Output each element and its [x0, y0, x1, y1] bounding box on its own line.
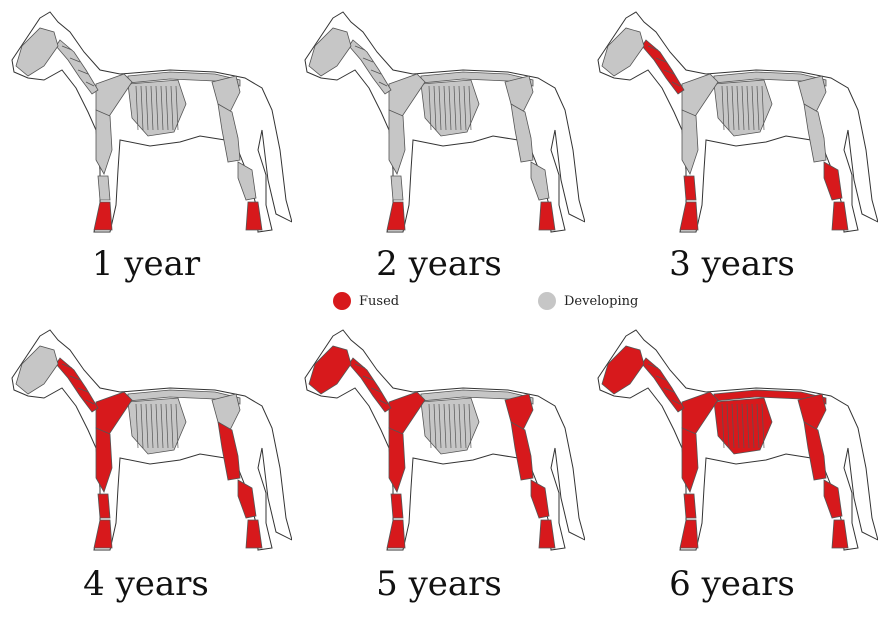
bone-skull — [602, 346, 644, 394]
bone-front-upper — [96, 428, 112, 492]
panel-2: 2 years — [293, 0, 585, 300]
bone-hind-upper — [804, 422, 826, 480]
panel-6-caption: 6 years — [586, 564, 878, 604]
panel-3-caption: 3 years — [586, 244, 878, 284]
bone-front-cannon — [98, 494, 110, 518]
bone-hind-cannon — [824, 480, 842, 518]
panel-1-caption: 1 year — [0, 244, 292, 284]
panel-5: 5 years — [293, 318, 585, 618]
bone-hind-upper — [218, 104, 240, 162]
bone-neck — [56, 40, 98, 94]
bone-skull — [16, 28, 58, 76]
fused-swatch-icon — [333, 292, 351, 310]
bone-pelvis — [212, 76, 240, 112]
legend: Fused Developing — [0, 292, 878, 316]
horse-skeleton-6 — [586, 318, 878, 563]
bone-front-upper — [389, 110, 405, 174]
bone-front-upper — [682, 110, 698, 174]
bone-hind-upper — [218, 422, 240, 480]
bone-hind-upper — [511, 422, 533, 480]
bone-pelvis — [505, 76, 533, 112]
bone-front-cannon — [684, 494, 696, 518]
horse-skeleton-4 — [0, 318, 292, 563]
bone-hind-cannon — [531, 162, 549, 200]
bone-neck — [642, 358, 684, 412]
developing-swatch-icon — [538, 292, 556, 310]
bone-front-cannon — [98, 176, 110, 200]
bone-ribs — [421, 80, 479, 136]
bone-scapula — [682, 392, 718, 436]
bone-pelvis — [798, 394, 826, 430]
bone-neck — [56, 358, 98, 412]
panel-2-caption: 2 years — [293, 244, 585, 284]
panel-6: 6 years — [586, 318, 878, 618]
bone-ribs — [128, 80, 186, 136]
bone-ribs — [128, 398, 186, 454]
bone-pelvis — [212, 394, 240, 430]
bone-skull — [16, 346, 58, 394]
horse-skeleton-5 — [293, 318, 585, 563]
legend-developing: Developing — [538, 292, 638, 310]
panel-5-caption: 5 years — [293, 564, 585, 604]
bone-front-upper — [682, 428, 698, 492]
panel-1: 1 year — [0, 0, 292, 300]
horse-skeleton-1 — [0, 0, 292, 245]
bone-hind-cannon — [824, 162, 842, 200]
bone-scapula — [96, 392, 132, 436]
bone-ribs — [714, 80, 772, 136]
bone-skull — [309, 346, 351, 394]
bone-hind-cannon — [238, 480, 256, 518]
legend-developing-label: Developing — [564, 294, 638, 309]
bone-lower-legs — [680, 520, 848, 548]
bone-pelvis — [505, 394, 533, 430]
bone-scapula — [389, 392, 425, 436]
legend-fused: Fused — [333, 292, 399, 310]
panel-4-caption: 4 years — [0, 564, 292, 604]
bone-neck — [642, 40, 684, 94]
legend-fused-label: Fused — [359, 294, 399, 309]
bone-skull — [602, 28, 644, 76]
bone-scapula — [389, 74, 425, 118]
bone-neck — [349, 358, 391, 412]
horse-skeleton-3 — [586, 0, 878, 245]
bone-lower-legs — [387, 202, 555, 230]
horse-skeleton-2 — [293, 0, 585, 245]
bone-front-upper — [96, 110, 112, 174]
panel-4: 4 years — [0, 318, 292, 618]
bone-front-cannon — [391, 176, 403, 200]
bone-scapula — [96, 74, 132, 118]
bone-ribs — [421, 398, 479, 454]
bone-hind-cannon — [238, 162, 256, 200]
bone-pelvis — [798, 76, 826, 112]
bone-lower-legs — [94, 520, 262, 548]
bone-lower-legs — [680, 202, 848, 230]
panel-3: 3 years — [586, 0, 878, 300]
bone-lower-legs — [387, 520, 555, 548]
bone-scapula — [682, 74, 718, 118]
bone-hind-cannon — [531, 480, 549, 518]
bone-ribs — [714, 398, 772, 454]
bone-front-cannon — [684, 176, 696, 200]
bone-skull — [309, 28, 351, 76]
bone-neck — [349, 40, 391, 94]
bone-hind-upper — [804, 104, 826, 162]
bone-front-cannon — [391, 494, 403, 518]
bone-lower-legs — [94, 202, 262, 230]
bone-hind-upper — [511, 104, 533, 162]
bone-front-upper — [389, 428, 405, 492]
